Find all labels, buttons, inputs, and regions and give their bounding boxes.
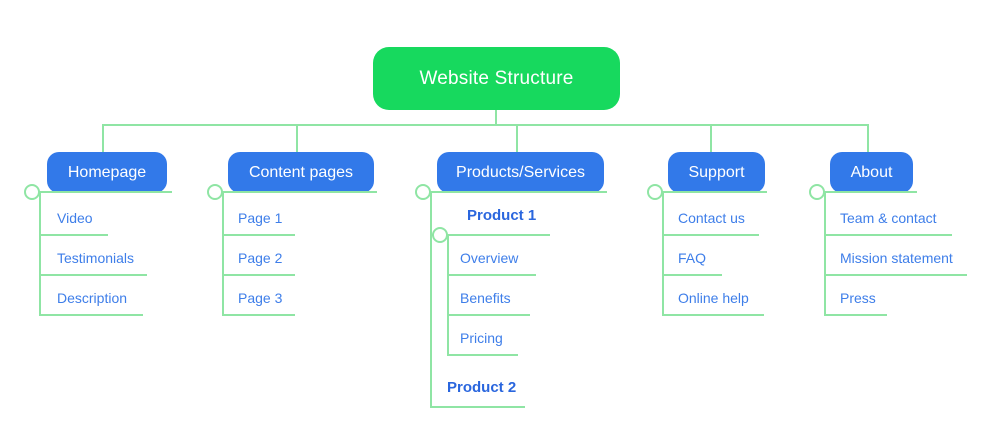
leaf-page-2[interactable]: Page 2 bbox=[238, 250, 283, 266]
node-homepage[interactable]: Homepage bbox=[47, 152, 167, 193]
collapse-toggle-about[interactable] bbox=[809, 184, 825, 200]
connector-drop-content-pages bbox=[296, 124, 298, 152]
leaf-pricing[interactable]: Pricing bbox=[460, 330, 503, 346]
leaf-benefits[interactable]: Benefits bbox=[460, 290, 511, 306]
leaf-online-help[interactable]: Online help bbox=[678, 290, 749, 306]
connector-underline-faq bbox=[662, 274, 722, 276]
leaf-page-3[interactable]: Page 3 bbox=[238, 290, 283, 306]
connector-products-spine bbox=[430, 192, 432, 408]
connector-products-topline bbox=[430, 191, 607, 193]
connector-about-topline bbox=[824, 191, 917, 193]
connector-root-rail bbox=[102, 124, 869, 126]
node-content-pages[interactable]: Content pages bbox=[228, 152, 374, 193]
connector-homepage-topline bbox=[39, 191, 172, 193]
connector-drop-products-services bbox=[516, 124, 518, 152]
leaf-overview[interactable]: Overview bbox=[460, 250, 519, 266]
connector-drop-homepage bbox=[102, 124, 104, 152]
collapse-toggle-support[interactable] bbox=[647, 184, 663, 200]
collapse-toggle-content-pages[interactable] bbox=[207, 184, 223, 200]
connector-underline-mission-statement bbox=[824, 274, 967, 276]
connector-underline-description bbox=[39, 314, 143, 316]
leaf-faq[interactable]: FAQ bbox=[678, 250, 707, 266]
connector-underline-page-1 bbox=[222, 234, 295, 236]
leaf-description[interactable]: Description bbox=[57, 290, 128, 306]
connector-content-spine bbox=[222, 192, 224, 316]
connector-underline-product-1 bbox=[430, 234, 550, 236]
node-products-services[interactable]: Products/Services bbox=[437, 152, 604, 193]
connector-underline-page-2 bbox=[222, 274, 295, 276]
leaf-page-1[interactable]: Page 1 bbox=[238, 210, 283, 226]
group-product-1-label[interactable]: Product 1 bbox=[467, 207, 537, 224]
connector-about-spine bbox=[824, 192, 826, 316]
connector-content-topline bbox=[222, 191, 377, 193]
connector-product-1-spine bbox=[447, 235, 449, 356]
connector-underline-product-2 bbox=[430, 406, 525, 408]
node-about[interactable]: About bbox=[830, 152, 913, 193]
collapse-toggle-homepage[interactable] bbox=[24, 184, 40, 200]
connector-underline-testimonials bbox=[39, 274, 147, 276]
connector-underline-contact-us bbox=[662, 234, 759, 236]
leaf-mission-statement[interactable]: Mission statement bbox=[840, 250, 953, 266]
node-support[interactable]: Support bbox=[668, 152, 765, 193]
leaf-team-contact[interactable]: Team & contact bbox=[840, 210, 937, 226]
connector-support-topline bbox=[662, 191, 767, 193]
connector-homepage-spine bbox=[39, 192, 41, 316]
connector-underline-team-contact bbox=[824, 234, 952, 236]
connector-drop-support bbox=[710, 124, 712, 152]
leaf-video[interactable]: Video bbox=[57, 210, 93, 226]
node-website-structure[interactable]: Website Structure bbox=[373, 47, 620, 110]
connector-underline-overview bbox=[447, 274, 536, 276]
group-product-2-label[interactable]: Product 2 bbox=[447, 379, 517, 396]
collapse-toggle-product-1[interactable] bbox=[432, 227, 448, 243]
connector-underline-video bbox=[39, 234, 108, 236]
collapse-toggle-products-services[interactable] bbox=[415, 184, 431, 200]
leaf-testimonials[interactable]: Testimonials bbox=[57, 250, 135, 266]
connector-underline-press bbox=[824, 314, 887, 316]
connector-drop-about bbox=[867, 124, 869, 152]
connector-underline-online-help bbox=[662, 314, 764, 316]
connector-root-stem bbox=[495, 110, 497, 124]
connector-support-spine bbox=[662, 192, 664, 316]
connector-underline-benefits bbox=[447, 314, 530, 316]
leaf-press[interactable]: Press bbox=[840, 290, 876, 306]
leaf-contact-us[interactable]: Contact us bbox=[678, 210, 745, 226]
connector-underline-pricing bbox=[447, 354, 518, 356]
connector-underline-page-3 bbox=[222, 314, 295, 316]
